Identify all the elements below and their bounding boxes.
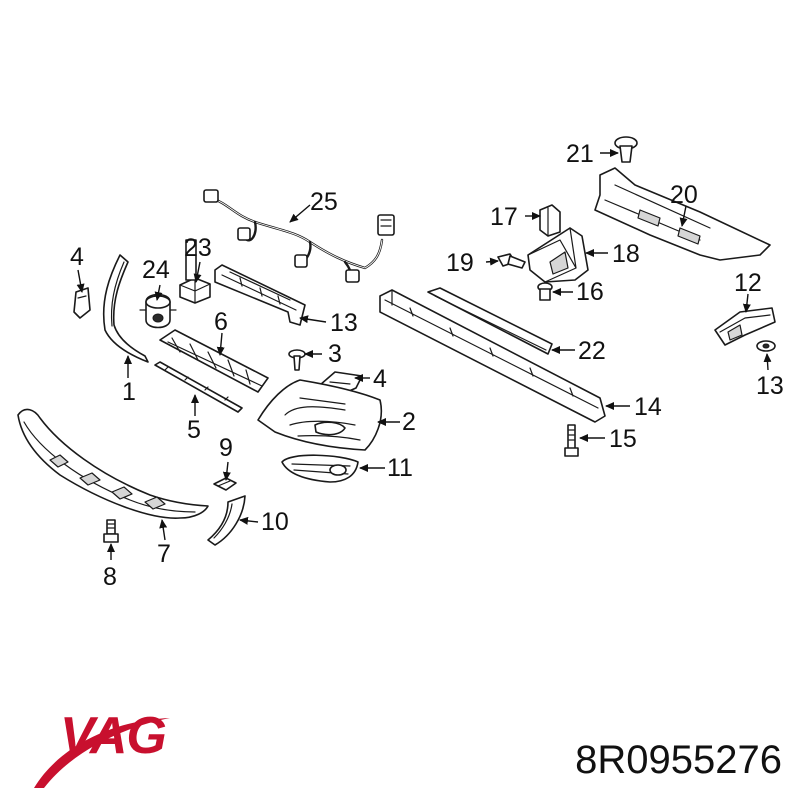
part-7-lower-spoiler [17,408,209,519]
callout-2: 2 [402,408,416,436]
part-5-strip [154,361,243,413]
callout-4-left: 4 [70,243,84,271]
part-6-grille [159,329,269,393]
vag-logo-swoosh [34,718,170,788]
callout-24: 23 [184,234,212,262]
callout-8: 8 [103,563,117,591]
part-2-fog-grille [257,379,383,451]
callout-18: 17 [490,203,518,231]
callout-21: 20 [670,181,698,209]
part-1-trim-strip [102,254,149,363]
part-25-sensor-holder [139,293,177,329]
callout-26: 25 [310,188,338,216]
part-26-wiring-harness [203,189,395,283]
callout-13: 13 [756,372,784,400]
part-3-screw [288,349,306,371]
part-8-bolt [103,519,119,543]
part-18-clip [539,204,561,237]
callout-9: 9 [219,434,233,462]
leader-lines [76,149,772,560]
callout-16: 15 [609,425,637,453]
part-20-bolt [497,253,526,269]
callout-17: 16 [576,278,604,306]
callout-6: 6 [214,308,228,336]
callout-11: 11 [387,454,413,482]
vag-logo: VAG [60,707,167,765]
part-16-bolt [564,424,579,457]
callout-14: 13 [330,309,358,337]
part-10-corner-trim [207,495,246,546]
part-12-bracket [714,307,776,346]
callout-10: 10 [261,508,289,536]
callout-25: 24 [142,256,170,284]
part-9-clip [213,477,237,491]
part-22-push-clip [614,136,638,163]
part-4-left-bracket [73,287,91,319]
part-24-sensor [179,239,211,304]
part-14-reinforcement [214,264,306,326]
callout-19: 18 [612,240,640,268]
callout-5: 5 [187,416,201,444]
part-13-nut [756,340,776,352]
callout-7: 7 [157,540,171,568]
part-19-bracket [527,227,589,283]
part-21-cover-panel [594,167,771,261]
callout-1: 1 [122,378,136,406]
callout-20: 19 [446,249,474,277]
callout-labels: 4 1 5 6 24 23 25 13 3 4 2 11 9 10 7 8 14… [70,140,784,591]
part-number: 8R0955276 [575,738,782,782]
callout-22: 21 [566,140,594,168]
callout-15: 14 [634,393,662,421]
callout-12: 12 [734,269,762,297]
part-23-absorber [427,287,553,355]
part-17-nut [537,282,553,301]
callout-4-right: 4 [373,365,387,393]
callout-23: 22 [578,337,606,365]
part-15-bumper-beam [379,289,606,423]
part-11-fog-trim [281,454,359,483]
callout-3: 3 [328,340,342,368]
